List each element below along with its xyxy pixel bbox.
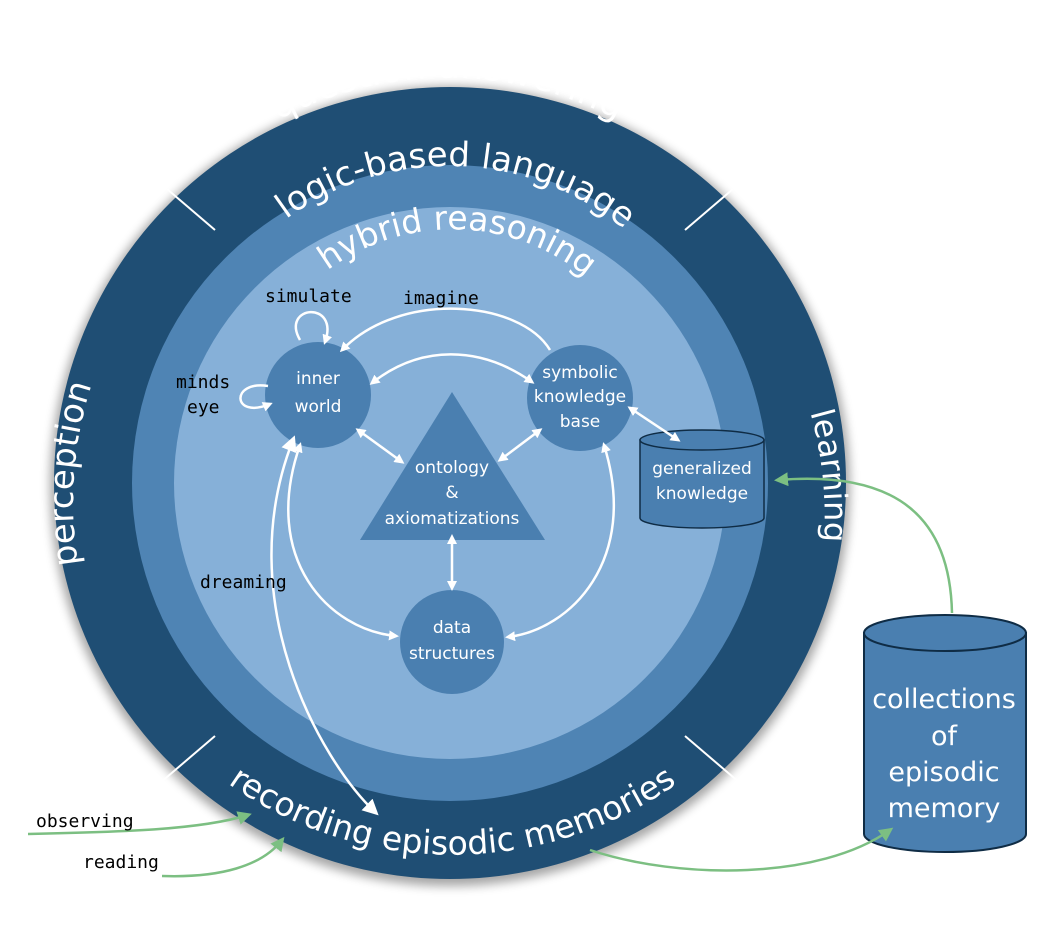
inner-world-node [265,342,371,448]
kb-data-arrow [505,442,616,642]
data-structures-label-1: data [433,618,471,638]
episodic-label-1: collections [872,684,1016,715]
observing-label: observing [36,811,134,832]
ring-dividers [159,182,741,784]
inner-world-label-2: world [295,397,342,417]
data-structures-node [400,590,504,694]
simulate-loop-arrow [294,310,333,345]
reading-arrow [161,836,285,878]
minds-label: minds [176,372,230,393]
inner-world-label-1: inner [296,369,340,389]
memory-arrows [27,472,954,878]
imagine-arrow [339,307,552,353]
eye-label: eye [187,397,220,418]
imagine-label: imagine [403,288,479,309]
kb-generalized-arrow [627,406,681,442]
episodic-label-3: episodic [888,757,999,788]
data-structures-label-2: structures [409,644,495,664]
recording-to-memory-arrow [589,827,894,872]
ontology-label-2: & [445,483,458,503]
ontology-label-3: axiomatizations [385,509,520,529]
episodic-label-2: of [931,721,959,752]
generalized-knowledge-cylinder [639,429,765,529]
world-kb-arrow [369,353,535,385]
simulate-label: simulate [265,286,352,307]
minds-eye-loop-arrow [239,384,273,412]
episodic-memory-cylinder [863,614,1027,853]
dreaming-arrow [270,435,379,816]
symbolic-kb-label-1: symbolic [542,363,617,383]
episodic-label-4: memory [888,793,1001,824]
episodic-memory-labels: collections of episodic memory [872,684,1016,824]
memory-to-learning-arrow [774,472,954,614]
dreaming-label: dreaming [200,572,287,593]
node-labels: inner world symbolic knowledge base onto… [295,363,752,664]
generalized-knowledge-label-1: generalized [652,459,752,479]
ontology-label-1: ontology [415,458,489,478]
reading-label: reading [83,852,159,873]
symbolic-kb-label-2: knowledge [534,387,626,407]
generalized-knowledge-label-2: knowledge [656,484,748,504]
observing-arrow [27,811,252,836]
edge-labels: simulate imagine minds eye dreaming obse… [36,286,479,873]
symbolic-kb-label-3: base [560,412,601,432]
symbolic-kb-node [527,345,633,451]
reasoning-arrows [239,307,681,816]
ontology-triangle [360,392,545,540]
